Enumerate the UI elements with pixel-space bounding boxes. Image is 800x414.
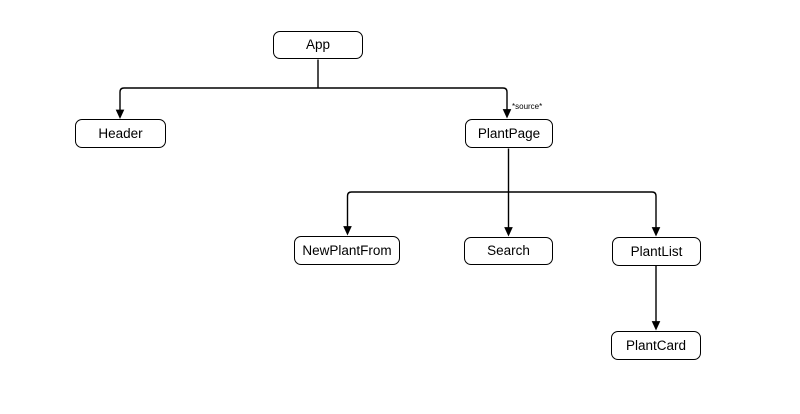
edge-plantlist-plantcard (651, 266, 661, 331)
node-newplantfrom: NewPlantFrom (294, 236, 400, 265)
node-plantlist-label: PlantList (630, 243, 683, 259)
node-app-label: App (305, 37, 331, 53)
node-search-label: Search (487, 243, 530, 259)
edge-plantpage-plantlist (508, 191, 661, 237)
edge-app-plantpage (318, 87, 512, 119)
node-search: Search (464, 237, 553, 265)
node-app: App (273, 31, 363, 59)
edge-plantpage-newplantfrom (343, 191, 509, 236)
edge-plantpage-search (504, 148, 513, 237)
node-plantcard: PlantCard (611, 331, 701, 360)
edge-app-header (115, 87, 318, 119)
edge-label-source: *source* (512, 102, 543, 111)
node-plantcard-label: PlantCard (625, 337, 687, 353)
node-plantpage-label: PlantPage (477, 125, 541, 141)
node-plantlist: PlantList (612, 237, 701, 266)
node-header-label: Header (98, 125, 143, 141)
node-header: Header (75, 119, 166, 148)
node-plantpage: PlantPage (465, 119, 553, 148)
node-newplantfrom-label: NewPlantFrom (302, 242, 392, 258)
